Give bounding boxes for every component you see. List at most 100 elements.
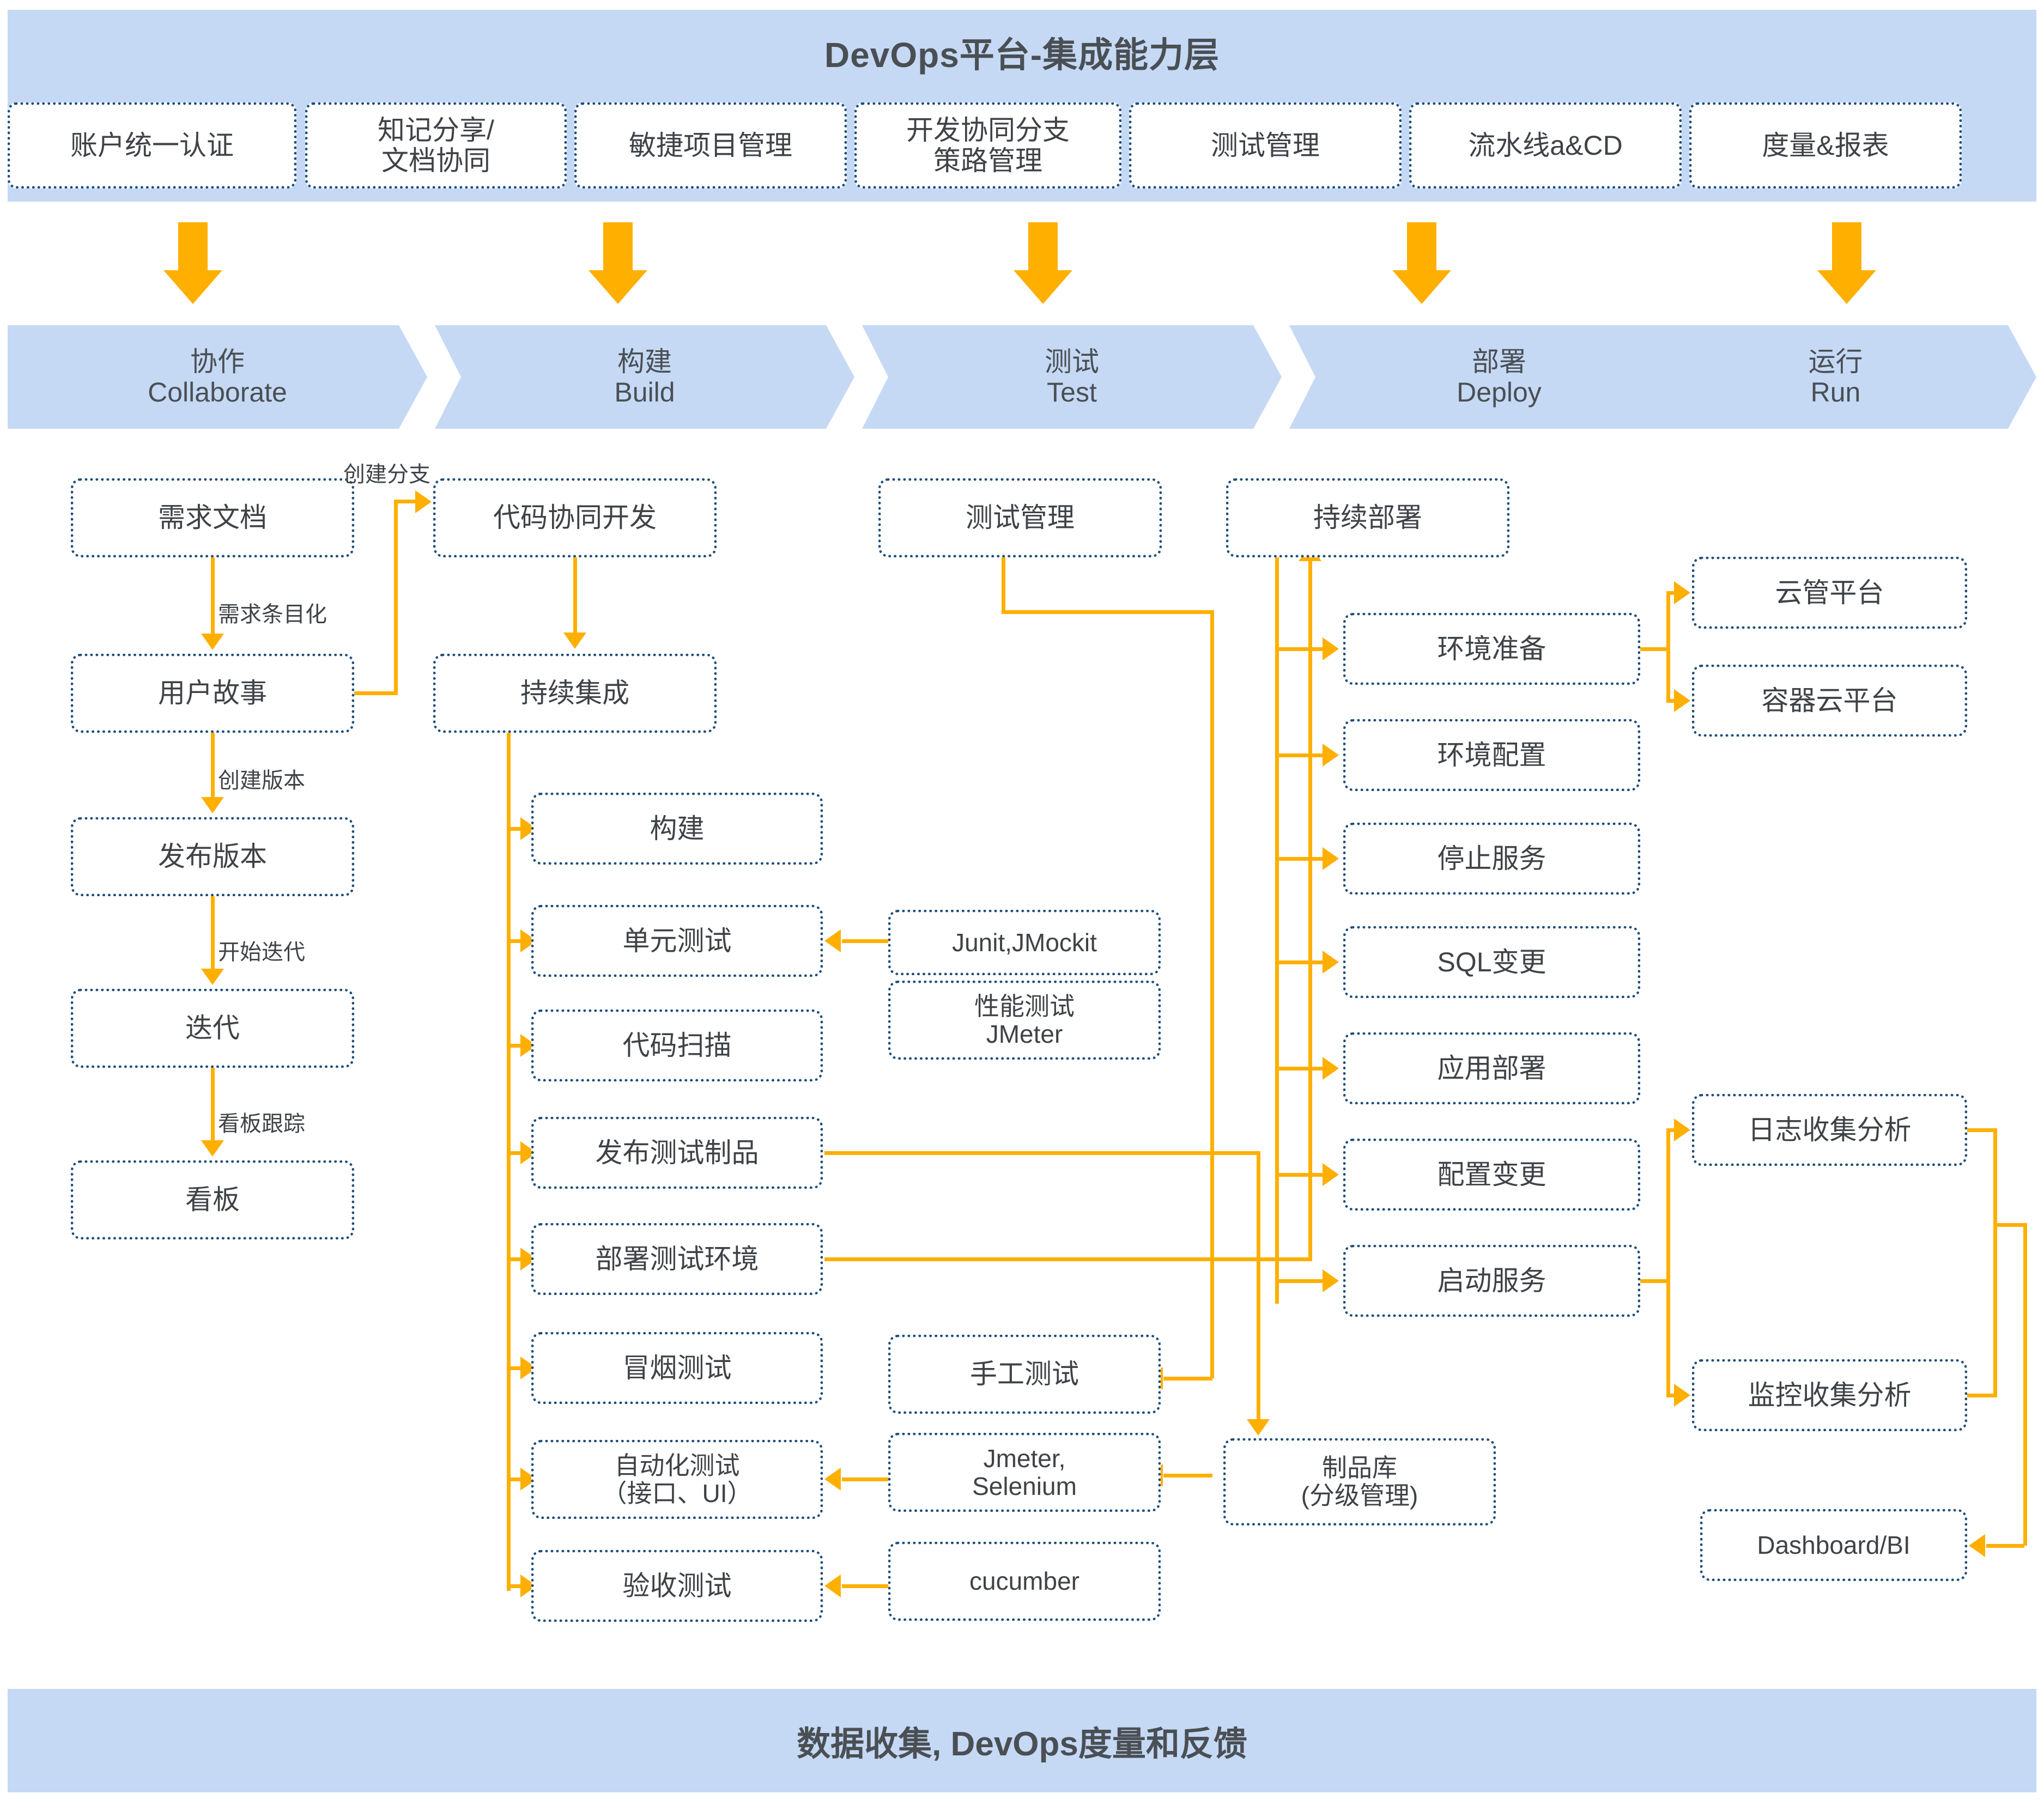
node-b-auto[interactable]: 自动化测试（接口、UI） bbox=[531, 1440, 823, 1519]
edge-ci-deploytest bbox=[507, 1257, 523, 1261]
phase-label-en: Run bbox=[1810, 377, 1861, 408]
edge-cd-cfgchg bbox=[1275, 1173, 1324, 1177]
node-ci[interactable]: 持续集成 bbox=[433, 654, 717, 733]
node-test-mgmt[interactable]: 测试管理 bbox=[878, 478, 1162, 557]
edge-release-iteration bbox=[211, 896, 215, 970]
edge-ci-smoke bbox=[507, 1366, 523, 1370]
edge-label-3: 看板跟踪 bbox=[218, 1112, 305, 1136]
edge-monitor-dash-h bbox=[1964, 1394, 1997, 1397]
edge-start-branch bbox=[1637, 1279, 1670, 1283]
phase-label-cn: 部署 bbox=[1472, 346, 1526, 377]
edge-userstory-codedev bbox=[354, 691, 398, 695]
edge-dash-join bbox=[1993, 1223, 2027, 1227]
node-d-envcfg[interactable]: 环境配置 bbox=[1343, 719, 1640, 791]
capability-box-2[interactable]: 敏捷项目管理 bbox=[574, 102, 847, 189]
edge-testmgmt-selenium bbox=[1163, 1474, 1212, 1477]
edge-cd-envcfg bbox=[1275, 753, 1324, 757]
node-b-smoke[interactable]: 冒烟测试 bbox=[531, 1332, 823, 1404]
node-d-sql[interactable]: SQL变更 bbox=[1343, 926, 1640, 998]
node-release-ver[interactable]: 发布版本 bbox=[71, 817, 354, 896]
node-code-dev[interactable]: 代码协同开发 bbox=[433, 478, 717, 557]
edge-log-dash-v bbox=[1993, 1128, 1997, 1226]
node-cucumber[interactable]: cucumber bbox=[888, 1542, 1161, 1621]
node-d-envprep[interactable]: 环境准备 bbox=[1343, 613, 1640, 685]
node-kanban[interactable]: 看板 bbox=[71, 1160, 354, 1239]
node-cd[interactable]: 持续部署 bbox=[1226, 478, 1509, 557]
edge-cd-sql bbox=[1275, 960, 1324, 964]
capability-box-4[interactable]: 测试管理 bbox=[1129, 102, 1402, 189]
arrowhead-right bbox=[1323, 744, 1339, 767]
phase-label-en: Deploy bbox=[1457, 377, 1542, 408]
down-arrow-4 bbox=[1817, 222, 1876, 304]
edge-envprep-branch-v bbox=[1666, 591, 1670, 700]
down-arrow-2 bbox=[1014, 222, 1072, 304]
node-b-build[interactable]: 构建 bbox=[531, 793, 823, 865]
edge-ci-artifact bbox=[507, 1151, 523, 1155]
edge-cucumber-accept bbox=[842, 1584, 888, 1588]
node-dashboard[interactable]: Dashboard/BI bbox=[1700, 1509, 1967, 1581]
edge-testmgmt-manual bbox=[1163, 1377, 1212, 1381]
edge-iteration-kanban bbox=[211, 1068, 215, 1141]
capability-box-3[interactable]: 开发协同分支策路管理 bbox=[854, 102, 1121, 189]
node-manual[interactable]: 手工测试 bbox=[888, 1335, 1161, 1414]
node-monitor[interactable]: 监控收集分析 bbox=[1692, 1359, 1967, 1431]
capability-box-5[interactable]: 流水线a&CD bbox=[1409, 102, 1682, 189]
node-log[interactable]: 日志收集分析 bbox=[1692, 1094, 1967, 1166]
edge-dash-in bbox=[1986, 1544, 2024, 1548]
edge-label-4: 创建分支 bbox=[343, 463, 430, 487]
edge-start-monitor bbox=[1666, 1394, 1677, 1397]
edge-ci-auto bbox=[507, 1477, 523, 1481]
node-d-start[interactable]: 启动服务 bbox=[1343, 1245, 1640, 1317]
arrowhead-right bbox=[1323, 847, 1339, 870]
node-container[interactable]: 容器云平台 bbox=[1692, 665, 1967, 737]
node-d-app[interactable]: 应用部署 bbox=[1343, 1032, 1640, 1104]
node-artifact-repo[interactable]: 制品库(分级管理) bbox=[1223, 1438, 1496, 1525]
arrowhead-down bbox=[563, 633, 586, 649]
edge-envprep-container bbox=[1666, 699, 1677, 703]
edge-envprep-cloud bbox=[1666, 591, 1677, 595]
capability-box-6[interactable]: 度量&报表 bbox=[1689, 102, 1962, 189]
arrow-head bbox=[589, 270, 647, 304]
node-user-story[interactable]: 用户故事 bbox=[71, 654, 354, 733]
node-b-scan[interactable]: 代码扫描 bbox=[531, 1010, 823, 1081]
arrowhead-left bbox=[824, 1468, 841, 1491]
arrowhead-right bbox=[1323, 1057, 1339, 1080]
edge-label-1: 创建版本 bbox=[218, 769, 305, 793]
edge-deploytest-cd-h bbox=[824, 1257, 1312, 1261]
arrowhead-right bbox=[1674, 1118, 1690, 1141]
node-junit[interactable]: Junit,JMockit bbox=[888, 910, 1161, 975]
edge-ci-build bbox=[507, 827, 523, 831]
node-jmeter-sel[interactable]: Jmeter,Selenium bbox=[888, 1433, 1161, 1512]
node-b-unit[interactable]: 单元测试 bbox=[531, 905, 823, 977]
node-cloud-mgmt[interactable]: 云管平台 bbox=[1692, 557, 1967, 629]
down-arrow-3 bbox=[1392, 222, 1451, 304]
node-b-deploy[interactable]: 部署测试环境 bbox=[531, 1223, 823, 1295]
arrowhead-left bbox=[1969, 1534, 1985, 1557]
edge-artifact-repo-h bbox=[824, 1151, 1260, 1155]
edge-testmgmt-h1 bbox=[1002, 610, 1214, 614]
node-b-artifact[interactable]: 发布测试制品 bbox=[531, 1117, 823, 1189]
capability-box-0[interactable]: 账户统一认证 bbox=[8, 102, 296, 189]
edge-ci-unit bbox=[507, 939, 523, 943]
arrow-shaft bbox=[603, 222, 633, 272]
node-d-cfgchg[interactable]: 配置变更 bbox=[1343, 1139, 1640, 1211]
arrow-shaft bbox=[1832, 222, 1861, 272]
down-arrow-0 bbox=[163, 222, 222, 304]
phase-label-en: Test bbox=[1047, 377, 1097, 408]
capability-box-1[interactable]: 知记分享/文档协同 bbox=[305, 102, 567, 189]
node-req-doc[interactable]: 需求文档 bbox=[71, 478, 354, 557]
node-d-stop[interactable]: 停止服务 bbox=[1343, 823, 1640, 895]
edge-start-log bbox=[1666, 1128, 1677, 1132]
arrow-head bbox=[163, 270, 222, 304]
node-iteration[interactable]: 迭代 bbox=[71, 989, 354, 1068]
edge-envprep-branch bbox=[1637, 647, 1670, 651]
arrowhead-right bbox=[1323, 1163, 1339, 1186]
node-b-accept[interactable]: 验收测试 bbox=[531, 1550, 823, 1622]
edge-junit-unit bbox=[842, 939, 888, 943]
